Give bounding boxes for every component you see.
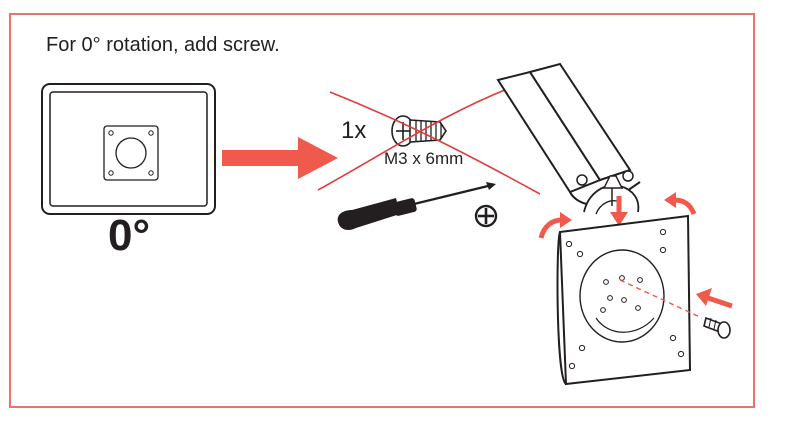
screwdriver-icon bbox=[337, 182, 496, 230]
small-screw-icon bbox=[703, 316, 731, 339]
stand-arm-icon bbox=[496, 62, 641, 215]
arrow-right-icon bbox=[222, 137, 338, 179]
insert-arrow-icon bbox=[696, 288, 733, 309]
screw-spec: M3 x 6mm bbox=[384, 149, 464, 168]
cross-out-icon bbox=[317, 83, 541, 195]
curved-arrow-icon bbox=[538, 192, 697, 239]
monitor-back-icon bbox=[41, 83, 216, 215]
vesa-plate-icon bbox=[103, 125, 159, 181]
down-arrow-icon bbox=[610, 196, 628, 226]
screw-quantity: 1x bbox=[341, 117, 367, 144]
instruction-caption: For 0° rotation, add screw. bbox=[46, 34, 280, 56]
mounting-plate-icon bbox=[556, 214, 703, 386]
panel-border bbox=[9, 13, 755, 408]
rotation-label: 0° bbox=[108, 211, 151, 260]
phillips-plus-icon bbox=[474, 204, 498, 228]
